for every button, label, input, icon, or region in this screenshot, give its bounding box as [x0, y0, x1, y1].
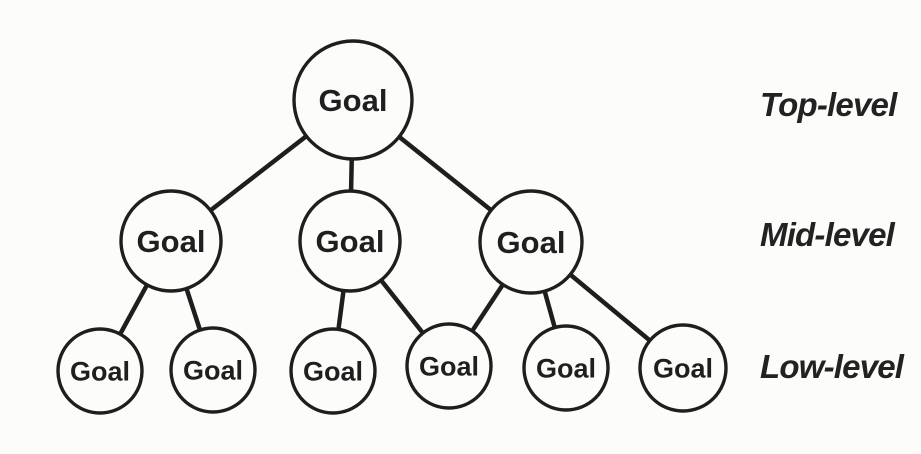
goal-node-circle-mid3	[478, 189, 584, 295]
goal-node-label-low6: Goal	[653, 353, 713, 383]
goal-node-circle-mid1	[119, 189, 223, 293]
goal-node-circle-low6	[638, 323, 728, 413]
goal-node-label-low1: Goal	[70, 356, 130, 386]
goal-node-mid1: Goal	[119, 189, 223, 293]
goal-node-label-top: Goal	[319, 83, 388, 118]
goal-node-label-mid1: Goal	[137, 224, 206, 259]
goal-node-label-low2: Goal	[183, 355, 243, 385]
goal-node-label-mid3: Goal	[497, 225, 566, 260]
goal-node-circle-low1	[56, 327, 144, 415]
goal-node-circle-low2	[169, 326, 257, 414]
level-label-mid: Mid-level	[760, 216, 895, 253]
goal-node-label-low4: Goal	[419, 351, 479, 381]
goal-node-low5: Goal	[522, 324, 610, 412]
goal-node-circle-mid2	[298, 189, 402, 293]
goal-node-mid2: Goal	[298, 189, 402, 293]
goal-node-label-low5: Goal	[536, 353, 596, 383]
goal-node-label-mid2: Goal	[316, 224, 385, 259]
goal-node-mid3: Goal	[478, 189, 584, 295]
goal-node-top: Goal	[292, 39, 414, 161]
goal-node-label-low3: Goal	[303, 356, 363, 386]
goal-node-circle-low3	[289, 327, 377, 415]
level-label-low: Low-level	[760, 348, 904, 385]
goal-node-circle-low5	[522, 324, 610, 412]
goal-node-low3: Goal	[289, 327, 377, 415]
goal-node-circle-top	[292, 39, 414, 161]
goal-node-circle-low4	[405, 322, 493, 410]
goal-node-low2: Goal	[169, 326, 257, 414]
goal-node-low4: Goal	[405, 322, 493, 410]
level-label-top: Top-level	[760, 86, 897, 123]
goal-node-low1: Goal	[56, 327, 144, 415]
goal-node-low6: Goal	[638, 323, 728, 413]
